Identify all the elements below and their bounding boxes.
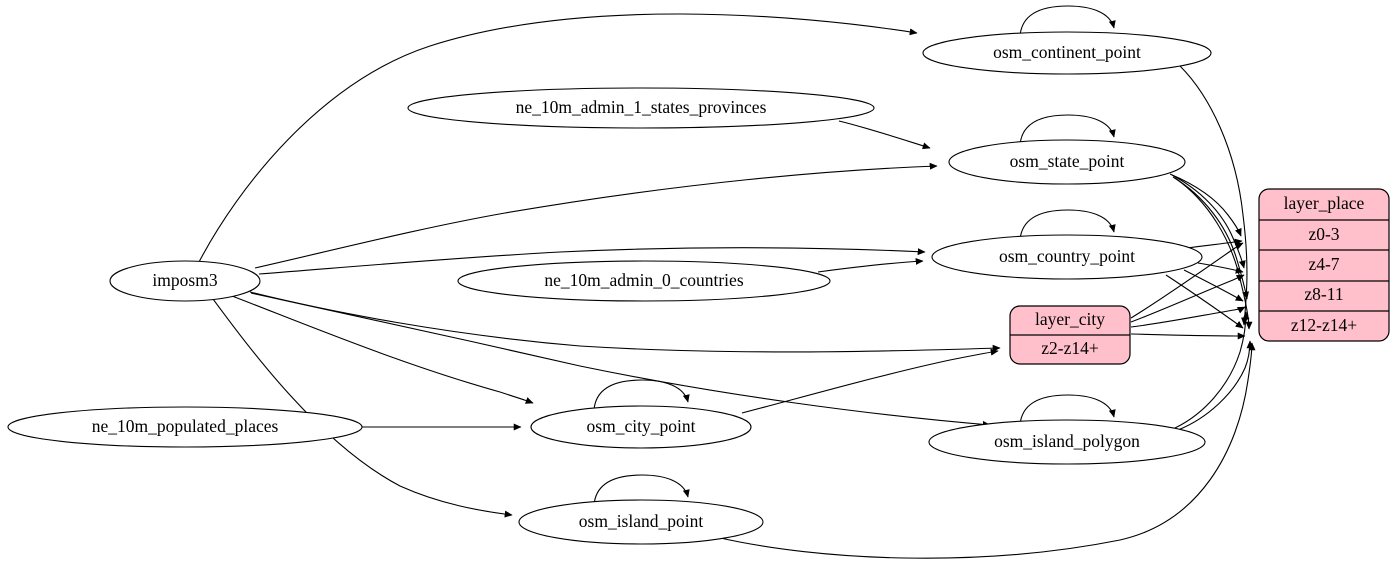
node-osm_continent_point-label: osm_continent_point	[993, 42, 1141, 62]
node-osm_country_point-shape[interactable]	[931, 234, 1203, 280]
edge-imposm3-to-osm_country_point	[258, 247, 926, 275]
edge-self-loop-osm_island_point	[593, 474, 690, 506]
node-layer_city[interactable]: layer_city z2-z14+	[1009, 305, 1131, 365]
edge-self-loop-osm_state_point	[1019, 114, 1116, 146]
edge-osm_country_point-to-layer_place-z12-z14	[1165, 274, 1244, 329]
node-ne_10m_admin_0_countries[interactable]: ne_10m_admin_0_countries	[457, 260, 831, 302]
node-osm_country_point-label: osm_country_point	[999, 246, 1135, 266]
node-osm_island_point[interactable]: osm_island_point	[518, 499, 764, 545]
node-osm_island_polygon[interactable]: osm_island_polygon	[928, 419, 1206, 465]
node-osm_country_point[interactable]: osm_country_point	[931, 234, 1203, 280]
node-osm_city_point[interactable]: osm_city_point	[530, 405, 752, 449]
node-ne_populated-label: ne_10m_populated_places	[92, 416, 279, 436]
edge-ne_admin0-to-osm_country_point	[817, 257, 924, 273]
edge-self-loop-osm_island_polygon	[1019, 394, 1116, 426]
edge-osm_state_point-to-layer_place-z4-7	[1171, 174, 1246, 269]
edge-osm_state_point-to-layer_place-z8-11	[1172, 176, 1249, 300]
node-osm_island_point-label: osm_island_point	[579, 511, 704, 531]
node-layer_place-row-z0-3[interactable]: z0-3	[1308, 224, 1339, 244]
edge-osm_country_point-to-layer_place-z0-3	[1186, 238, 1243, 249]
nodes-layer: imposm3 ne_10m_admin_1_states_provinces …	[7, 31, 1390, 545]
node-layer_place-row-title: layer_place	[1284, 193, 1365, 213]
edge-ne_admin1-to-osm_state_point	[838, 120, 931, 150]
node-layer_city-row-title: layer_city	[1035, 309, 1105, 329]
edge-imposm3-to-osm_continent_point	[198, 13, 918, 263]
edge-self-loop-osm_city_point	[593, 379, 690, 411]
edge-osm_state_point-to-layer_place-z0-3	[1169, 173, 1242, 237]
node-layer_city-row-z2-z14[interactable]: z2-z14+	[1041, 338, 1099, 358]
node-osm_city_point-label: osm_city_point	[587, 416, 696, 436]
edge-imposm3-to-osm_island_polygon	[250, 292, 991, 428]
edge-osm_country_point-to-layer_place-z8-11	[1183, 269, 1244, 302]
node-osm_continent_point[interactable]: osm_continent_point	[922, 31, 1212, 75]
edge-layer_city-to-layer_place-z8-11	[1130, 306, 1246, 328]
edge-imposm3-to-osm_city_point	[231, 295, 534, 404]
node-ne_admin0-label: ne_10m_admin_0_countries	[544, 270, 743, 290]
edge-osm_island_point-to-layer_place-z12-z14	[715, 342, 1256, 559]
node-osm_island_polygon-label: osm_island_polygon	[994, 431, 1140, 451]
node-layer_place-row-z4-7[interactable]: z4-7	[1308, 254, 1339, 274]
edge-layer_city-to-layer_place-z12-z14	[1130, 332, 1246, 340]
node-layer_place-row-z12-z14[interactable]: z12-z14+	[1291, 315, 1357, 335]
edge-layer_city-to-layer_place-z4-7	[1130, 274, 1245, 323]
edge-imposm3-to-osm_state_point	[254, 162, 938, 269]
edge-imposm3-to-osm_island_point	[212, 298, 513, 518]
node-ne_populated-shape[interactable]	[7, 406, 363, 448]
node-ne_admin1-shape[interactable]	[407, 87, 875, 129]
edge-self-loop-osm_country_point	[1019, 209, 1116, 241]
node-layer_place[interactable]: layer_place z0-3 z4-7 z8-11 z12-z14+	[1258, 188, 1390, 342]
node-ne_admin1-label: ne_10m_admin_1_states_provinces	[516, 97, 767, 117]
node-osm_state_point-shape[interactable]	[948, 139, 1186, 185]
node-osm_state_point-label: osm_state_point	[1010, 151, 1125, 171]
node-layer_place-shape[interactable]	[1258, 188, 1390, 342]
node-osm_continent_point-shape[interactable]	[922, 31, 1212, 75]
edge-self-loop-osm_continent_point	[1019, 5, 1116, 37]
node-layer_place-row-z8-11[interactable]: z8-11	[1304, 284, 1343, 304]
edge-osm_island_polygon-to-layer_place-z8-11	[1174, 311, 1250, 429]
node-imposm3-label: imposm3	[152, 270, 217, 290]
node-ne_10m_admin_1_states_provinces[interactable]: ne_10m_admin_1_states_provinces	[407, 87, 875, 129]
node-ne_admin0-shape[interactable]	[457, 260, 831, 302]
node-imposm3[interactable]: imposm3	[109, 260, 261, 302]
edges-layer	[198, 5, 1256, 559]
node-ne_10m_populated_places[interactable]: ne_10m_populated_places	[7, 406, 363, 448]
node-osm_state_point[interactable]: osm_state_point	[948, 139, 1186, 185]
edge-osm_continent_point-to-layer_place-z12	[1179, 65, 1249, 326]
node-osm_island_polygon-shape[interactable]	[928, 419, 1206, 465]
node-imposm3-shape[interactable]	[109, 260, 261, 302]
node-osm_city_point-shape[interactable]	[530, 405, 752, 449]
edge-osm_country_point-to-layer_place-z4-7	[1197, 262, 1244, 274]
node-osm_island_point-shape[interactable]	[518, 499, 764, 545]
edge-osm_city_point-to-layer_city	[741, 348, 999, 414]
edge-imposm3-to-layer_city	[249, 291, 1001, 353]
edge-layer_city-to-layer_place-z0-3	[1130, 242, 1244, 319]
